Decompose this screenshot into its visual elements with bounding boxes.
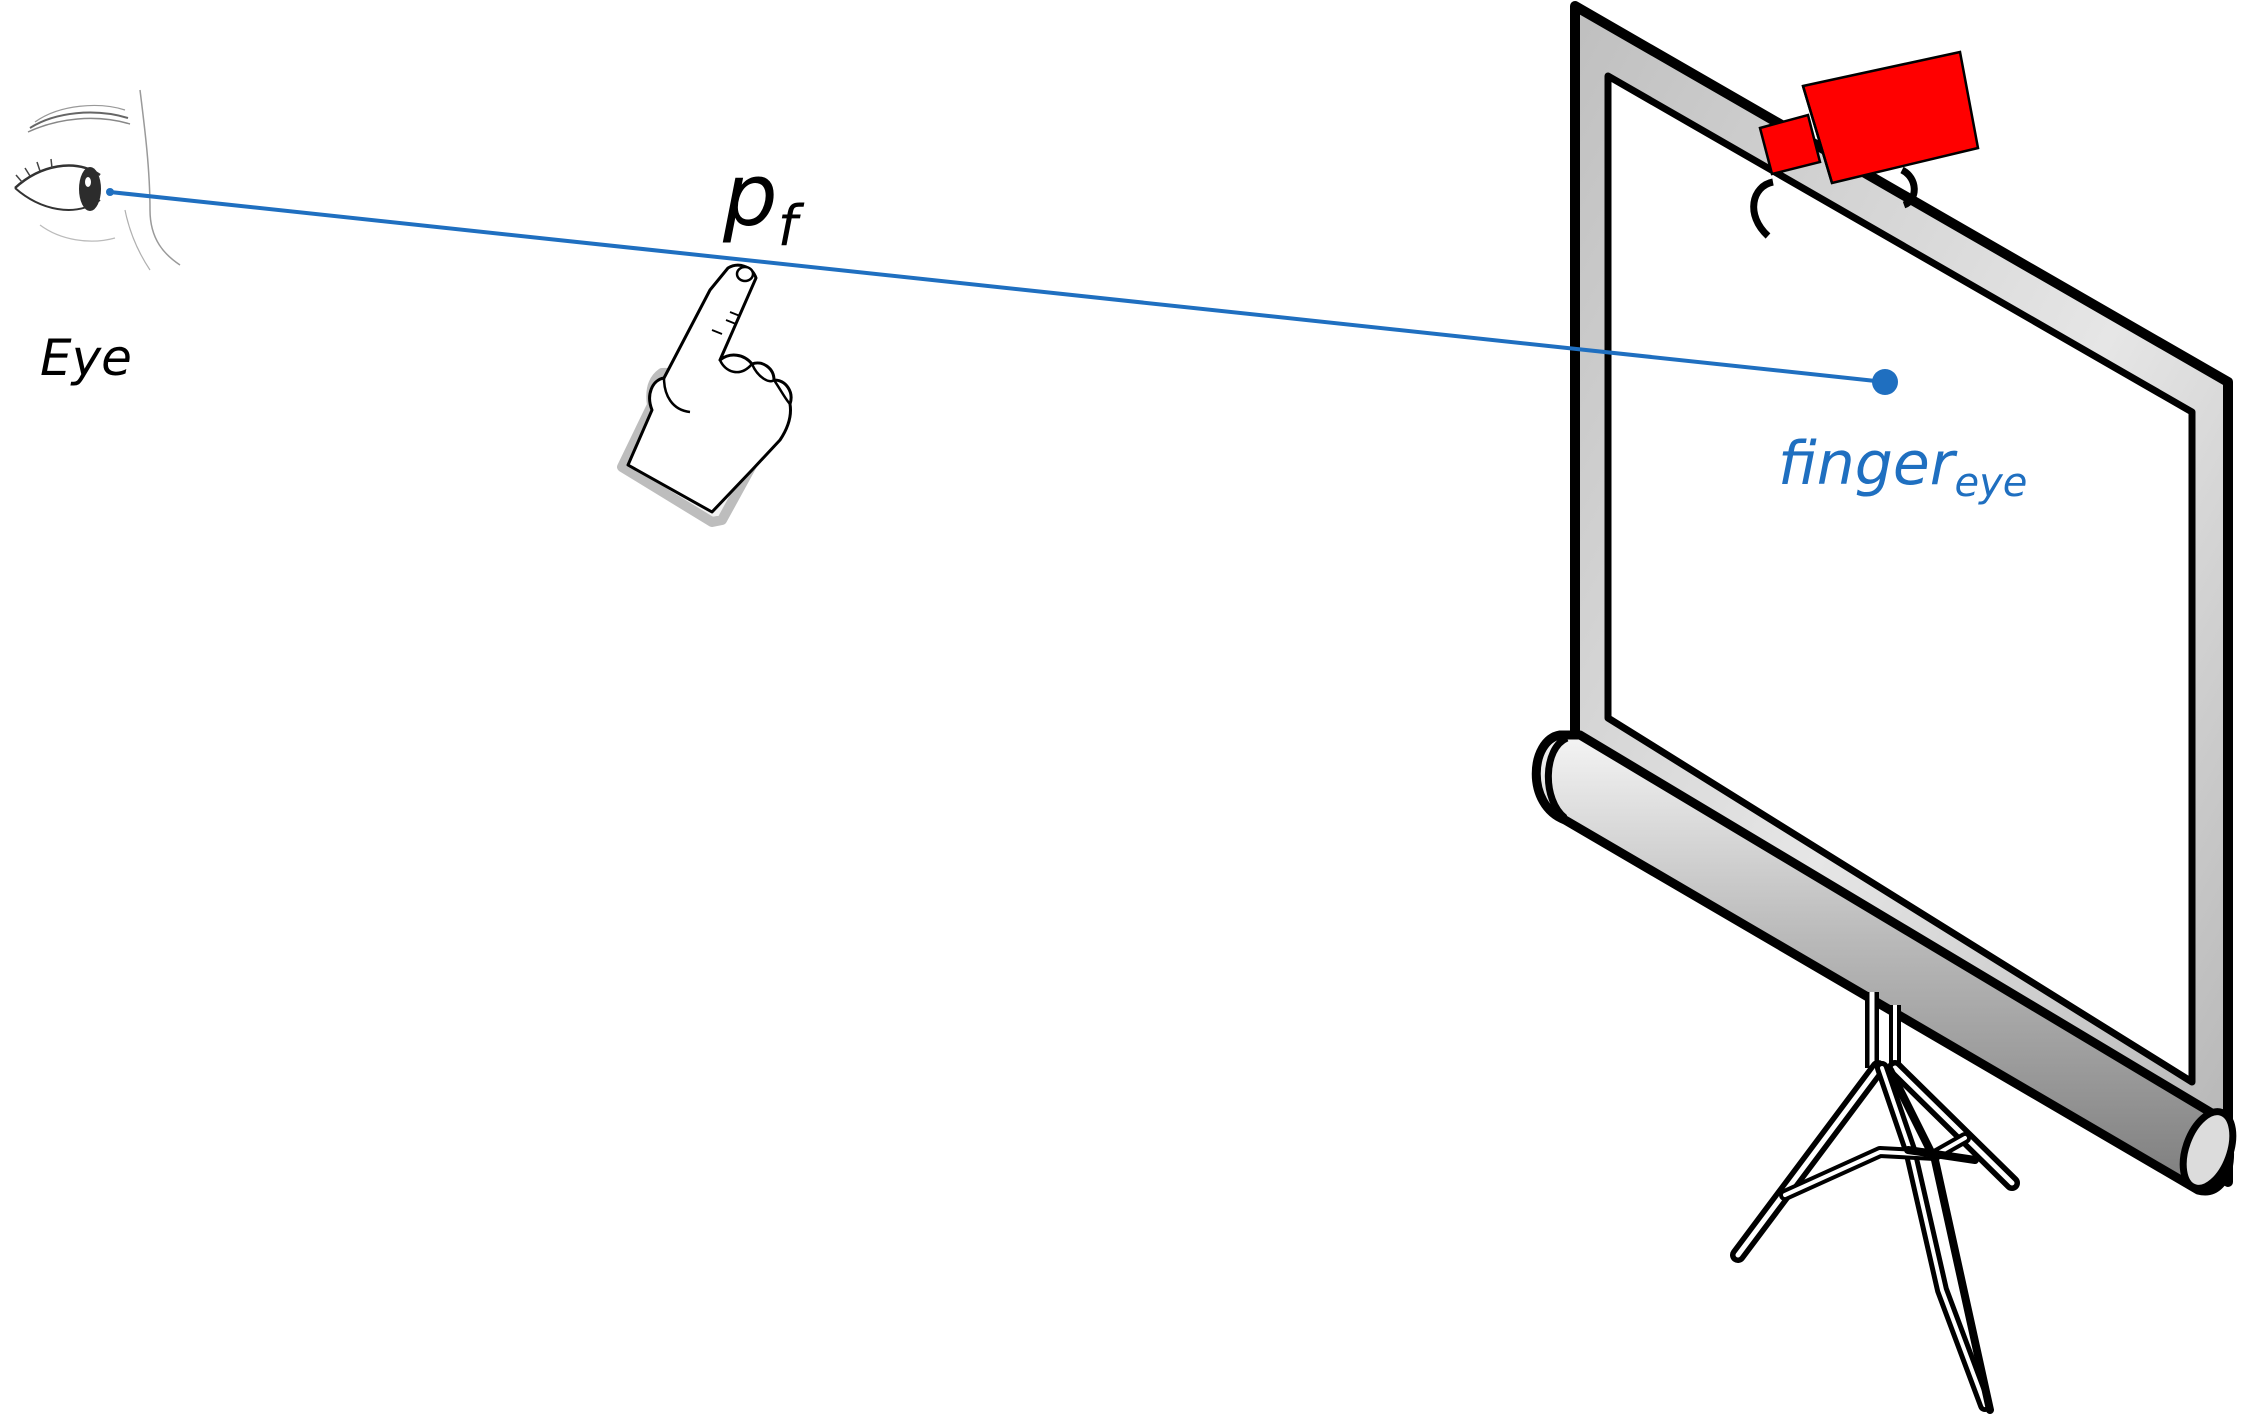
screen-target-point (1872, 369, 1898, 395)
pointing-point-label: pf (722, 146, 805, 259)
eye-origin-point (106, 188, 114, 196)
camera-icon (1758, 50, 1980, 185)
eye-label: Eye (40, 329, 132, 387)
sight-ray (109, 190, 1886, 384)
eye-icon (14, 89, 181, 271)
screen-point-main: finger (1778, 429, 1958, 499)
pointing-point-main: p (722, 146, 778, 246)
projection-screen-icon (1531, 1, 2237, 1414)
screen-point-sub: eye (1954, 460, 2027, 506)
pointing-hand-icon (617, 263, 793, 527)
screen-point-label: fingereye (1778, 429, 2027, 506)
pointing-point-sub: f (778, 194, 805, 259)
